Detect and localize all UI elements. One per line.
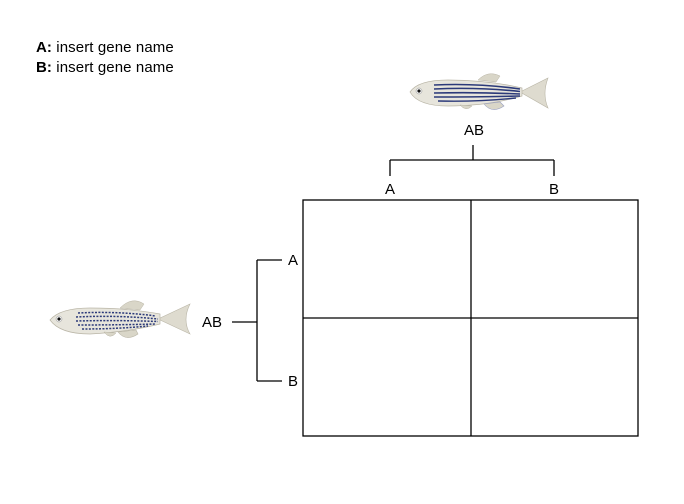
zebrafish-striped-icon [409,73,549,110]
left-allele-b: B [288,373,298,390]
grid-cell-bb [472,319,637,435]
legend-item-a: A: insert gene name [36,38,174,58]
top-allele-a: A [385,181,395,198]
top-allele-bracket [389,145,555,176]
gene-legend: A: insert gene name B: insert gene name [36,38,174,78]
legend-text-a: insert gene name [52,39,174,56]
legend-key-b: B: [36,59,53,76]
legend-item-b: B: insert gene name [36,58,174,78]
punnett-grid [302,199,639,437]
zebrafish-spotted-icon [49,300,191,338]
grid-cell-aa [304,201,470,317]
top-parent-genotype: AB [464,122,484,139]
legend-key-a: A: [36,39,53,56]
left-allele-a: A [288,252,298,269]
grid-cell-ba [304,319,470,435]
left-allele-bracket [232,259,282,382]
legend-text-b: insert gene name [52,59,174,76]
grid-cell-ab [472,201,637,317]
top-allele-b: B [549,181,559,198]
left-parent-genotype: AB [202,314,222,331]
